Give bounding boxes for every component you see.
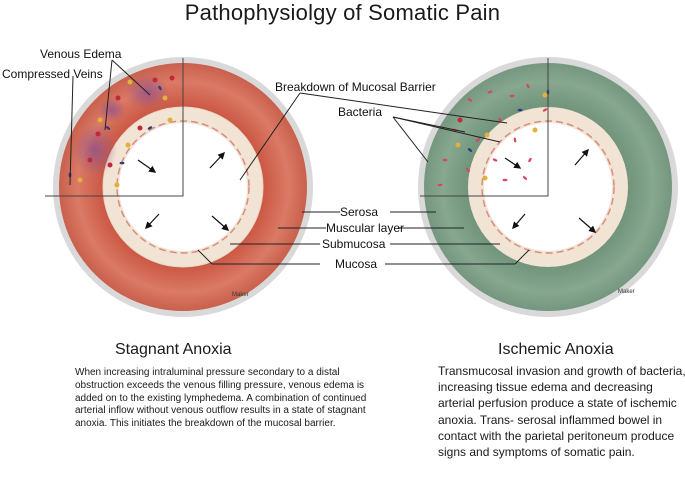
ischemic-anoxia-text: Transmucosal invasion and growth of bact… (438, 364, 685, 460)
ischemic-anoxia-heading: Ischemic Anoxia (498, 341, 614, 358)
serosa-label: Serosa (340, 205, 378, 219)
left-bowel-diagram: Maker (45, 57, 313, 317)
maker-label-left: Maker (232, 292, 249, 298)
venous-edema-label: Venous Edema (40, 47, 122, 61)
submucosa-label: Submucosa (322, 237, 386, 251)
compressed-veins-label: Compressed Veins (2, 67, 103, 81)
maker-label-right: Maker (618, 289, 635, 295)
right-callout-box (420, 58, 549, 197)
left-callout-box (45, 58, 184, 197)
cells-left (68, 75, 175, 188)
right-bowel-diagram: Maker (418, 57, 678, 317)
bacteria-dots (437, 83, 550, 187)
stagnant-anoxia-heading: Stagnant Anoxia (115, 341, 232, 358)
stagnant-anoxia-text: When increasing intraluminal pressure se… (75, 367, 367, 430)
muscular-layer-label: Muscular layer (326, 221, 404, 235)
mucosa-label: Mucosa (335, 257, 377, 271)
venous-edema-blotch (73, 124, 117, 176)
page-title: Pathophysiolgy of Somatic Pain (184, 0, 501, 25)
bacteria-label: Bacteria (338, 105, 382, 119)
venous-edema-blotch (98, 98, 126, 122)
diagram: Maker (2, 47, 678, 317)
leader-lines (69, 59, 530, 265)
breakdown-mucosal-barrier-label: Breakdown of Mucosal Barrier (275, 80, 436, 94)
